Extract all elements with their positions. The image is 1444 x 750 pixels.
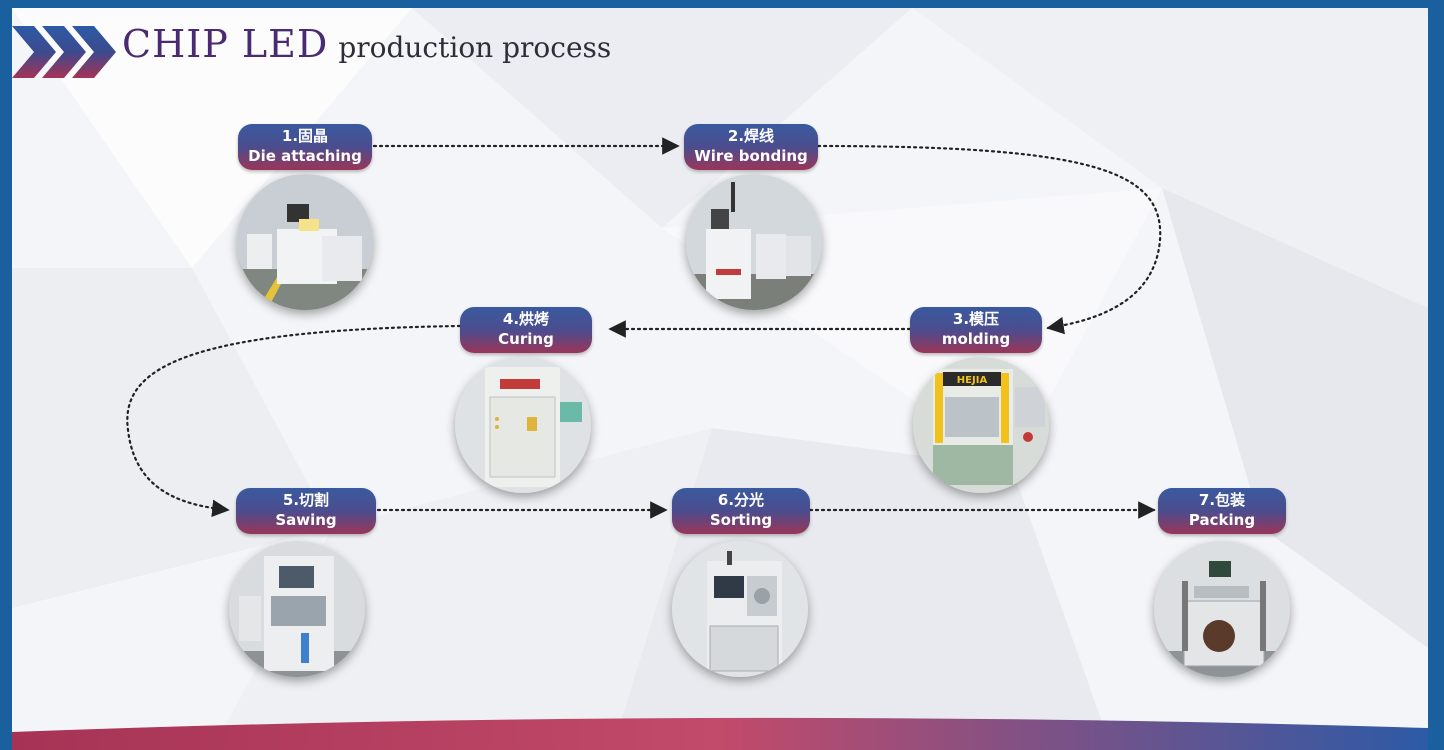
step-label-cn: 4.烘烤 bbox=[502, 310, 550, 328]
step-label-cn: 3.模压 bbox=[952, 310, 1000, 328]
curing-oven-photo bbox=[455, 357, 591, 493]
step-label: 5.切割 Sawing bbox=[236, 488, 376, 534]
step-label-en: Sorting bbox=[709, 511, 773, 529]
step-label-en: Sawing bbox=[275, 511, 337, 529]
molding-press-photo: HEJIA bbox=[913, 357, 1049, 493]
connector-4-5 bbox=[126, 324, 462, 518]
title-main: CHIP LED bbox=[122, 22, 329, 66]
step-label: 2.焊线 Wire bonding bbox=[684, 124, 818, 170]
step-label-cn: 6.分光 bbox=[717, 491, 765, 509]
step-label-en: Wire bonding bbox=[694, 147, 808, 165]
packing-machine-photo bbox=[1154, 541, 1290, 677]
triple-chevron-right-icon bbox=[12, 26, 116, 78]
step-label: 1.固晶 Die attaching bbox=[238, 124, 372, 170]
step-label: 4.烘烤 Curing bbox=[460, 307, 592, 353]
step-label-cn: 5.切割 bbox=[282, 491, 330, 509]
title-sub: production process bbox=[338, 31, 612, 64]
molding-brand: HEJIA bbox=[957, 375, 988, 386]
step-label-cn: 7.包装 bbox=[1198, 491, 1246, 509]
page-title: CHIP LED production process bbox=[122, 22, 611, 66]
step-label-en: Packing bbox=[1188, 511, 1256, 529]
sawing-machine-photo bbox=[229, 541, 365, 677]
die-attach-machine-photo bbox=[237, 174, 373, 310]
step-label-cn: 1.固晶 bbox=[281, 127, 329, 145]
step-label-en: Curing bbox=[498, 330, 554, 348]
step-label-en: Die attaching bbox=[248, 147, 362, 165]
step-label: 6.分光 Sorting bbox=[672, 488, 810, 534]
wire-bonding-machine-photo bbox=[686, 174, 822, 310]
step-label-cn: 2.焊线 bbox=[727, 127, 775, 145]
step-label: 7.包装 Packing bbox=[1158, 488, 1286, 534]
bottom-band bbox=[12, 717, 1428, 750]
connector-2-3 bbox=[816, 144, 1162, 335]
step-label: 3.模压 molding bbox=[910, 307, 1042, 353]
sorting-machine-photo bbox=[672, 541, 808, 677]
step-label-en: molding bbox=[941, 330, 1011, 348]
